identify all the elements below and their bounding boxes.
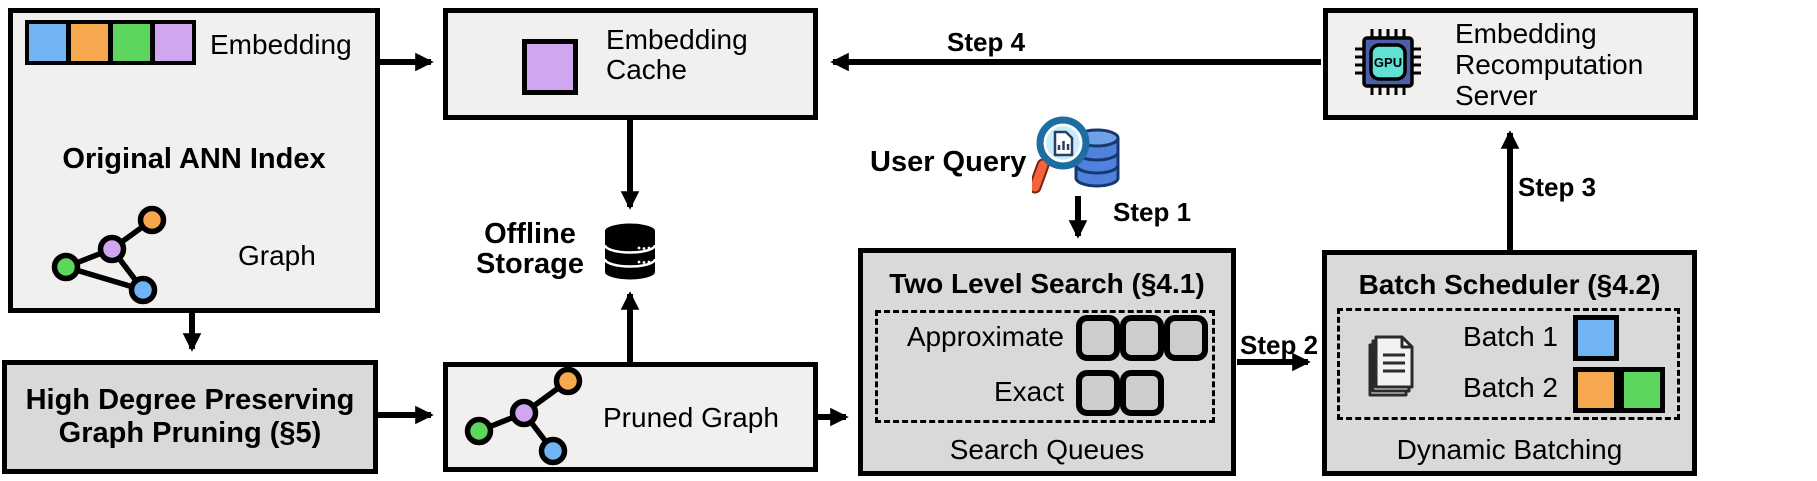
search-queues-panel: Approximate Exact — [875, 310, 1215, 423]
original-ann-index-box: Embedding Original ANN Index Graph — [8, 8, 380, 313]
batch1-query-blue — [1573, 315, 1619, 361]
two-level-search-box: Two Level Search (§4.1) Approximate Exac… — [858, 248, 1236, 476]
graph-pruning-box: High Degree Preserving Graph Pruning (§5… — [2, 360, 378, 474]
step4-label: Step 4 — [947, 27, 1026, 57]
embedding-label: Embedding — [210, 29, 352, 60]
search-queues-caption: Search Queues — [949, 434, 1145, 465]
pruned-graph-label: Pruned Graph — [603, 402, 779, 433]
dynamic-batching-panel: Batch 1 Batch 2 — [1337, 308, 1680, 420]
dynamic-batching-caption: Dynamic Batching — [1396, 434, 1623, 465]
queue-slot-icon — [1120, 315, 1164, 361]
graph-pruning-title: High Degree Preserving Graph Pruning (§5… — [25, 384, 355, 449]
user-query-label: User Query — [870, 146, 1027, 178]
embedding-vector-icon — [25, 20, 196, 65]
pruned-graph-box: Pruned Graph — [443, 362, 818, 472]
query-search-icon — [1032, 116, 1120, 194]
batch2-icons — [1573, 367, 1665, 413]
batch-scheduler-title: Batch Scheduler (§4.2) — [1358, 269, 1661, 300]
offline-storage-label: Offline Storage — [476, 218, 584, 280]
step3-label: Step 3 — [1518, 172, 1597, 202]
embedding-cache-title: Embedding Cache — [606, 24, 748, 85]
queue-slot-icon — [1076, 315, 1120, 361]
batch2-label: Batch 2 — [1463, 372, 1558, 403]
documents-icon — [1368, 335, 1414, 397]
graph-label: Graph — [238, 240, 316, 271]
embedding-cell-blue — [29, 24, 66, 61]
ann-index-title: Original ANN Index — [62, 143, 326, 175]
pruned-graph-icon — [464, 367, 583, 466]
batch1-label: Batch 1 — [1463, 321, 1558, 352]
exact-label: Exact — [993, 376, 1064, 407]
recomputation-server-title: Embedding Recomputation Server — [1455, 18, 1644, 111]
batch1-icons — [1573, 315, 1619, 361]
batch2-query-green — [1619, 367, 1665, 413]
approximate-label: Approximate — [906, 321, 1064, 352]
queue-slot-icon — [1164, 315, 1208, 361]
graph-icon — [51, 205, 167, 305]
queue-slot-icon — [1120, 370, 1164, 416]
two-level-search-title: Two Level Search (§4.1) — [889, 268, 1205, 299]
database-icon — [603, 223, 657, 280]
step2-label: Step 2 — [1240, 330, 1319, 360]
step1-label: Step 1 — [1113, 197, 1192, 227]
exact-queue-icons — [1076, 370, 1164, 416]
batch-scheduler-box: Batch Scheduler (§4.2) Batch 1 Ba — [1322, 250, 1697, 476]
gpu-icon-label: GPU — [1374, 55, 1402, 70]
recomputation-server-box: GPU Embedding Recomputation Server — [1323, 8, 1698, 120]
embedding-cell-orange — [71, 24, 108, 61]
batch2-query-orange — [1573, 367, 1619, 413]
cached-embedding-icon — [522, 39, 578, 95]
approximate-queue-icons — [1076, 315, 1208, 361]
gpu-icon: GPU — [1355, 29, 1421, 95]
queue-slot-icon — [1076, 370, 1120, 416]
embedding-cell-purple — [155, 24, 192, 61]
embedding-cache-box: Embedding Cache — [443, 8, 818, 120]
embedding-cell-green — [113, 24, 150, 61]
